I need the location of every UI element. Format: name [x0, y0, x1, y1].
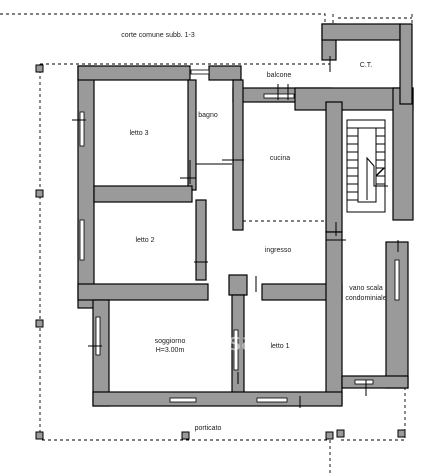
label-letto3: letto 3: [129, 130, 148, 137]
doors: [72, 56, 399, 408]
label-balcone: balcone: [267, 72, 292, 79]
label-ct: C.T.: [360, 62, 373, 69]
label-corte: corte comune subb. 1-3: [121, 32, 195, 39]
label-letto1: letto 1: [270, 343, 289, 350]
label-vano-1: vano scala: [349, 285, 383, 292]
label-ingresso: ingresso: [265, 247, 292, 254]
fixtures: [195, 82, 326, 222]
label-soggiorno-2: H=3.00m: [156, 347, 185, 354]
label-soggiorno-1: soggiorno: [155, 338, 186, 345]
label-vano-2: condominiale: [345, 295, 386, 302]
watermark: casa.it: [201, 328, 280, 356]
label-bagno: bagno: [198, 112, 218, 119]
room-labels: corte comune subb. 1-3 C.T. balcone bagn…: [121, 32, 387, 432]
boundary-piers: [35, 64, 406, 440]
windows: [79, 69, 400, 403]
staircase: [346, 119, 388, 213]
label-porticato: porticato: [195, 425, 222, 432]
walls: [77, 23, 414, 407]
label-cucina: cucina: [270, 155, 290, 162]
label-letto2: letto 2: [135, 237, 154, 244]
